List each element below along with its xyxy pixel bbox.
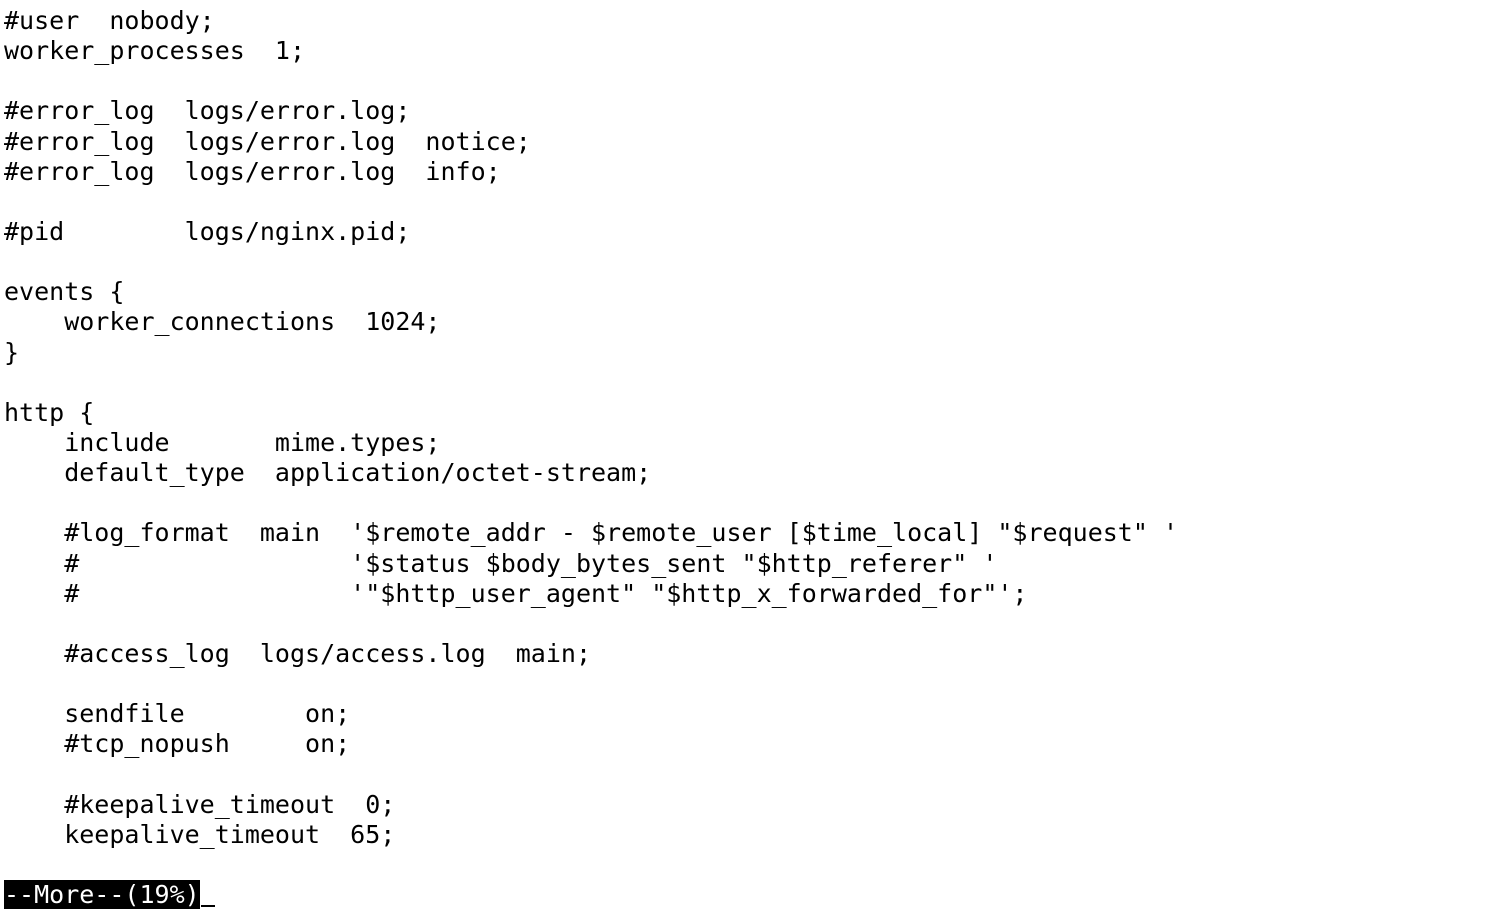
text-line: #error_log logs/error.log info; xyxy=(4,156,501,186)
more-prompt[interactable]: --More--(19%) xyxy=(4,880,200,910)
text-line: sendfile on; xyxy=(4,699,351,729)
text-line: # '$status $body_bytes_sent "$http_refer… xyxy=(4,548,998,578)
text-line: #tcp_nopush on; xyxy=(4,729,351,759)
text-line: # '"$http_user_agent" "$http_x_forwarded… xyxy=(4,578,1028,608)
pager-status-row: --More--(19%) xyxy=(4,880,1178,910)
text-line: #user nobody; xyxy=(4,6,215,35)
text-line: #log_format main '$remote_addr - $remote… xyxy=(4,518,1178,548)
text-line: http { xyxy=(4,397,95,427)
text-line xyxy=(4,187,1178,217)
text-line: #access_log logs/access.log main; xyxy=(4,638,591,668)
text-line xyxy=(4,609,1178,639)
text-line: #error_log logs/error.log notice; xyxy=(4,126,531,156)
text-line: #keepalive_timeout 0; xyxy=(4,789,396,819)
text-cursor xyxy=(200,905,215,908)
text-line: default_type application/octet-stream; xyxy=(4,458,652,488)
text-line: keepalive_timeout 65; xyxy=(4,819,396,849)
text-line xyxy=(4,850,1178,880)
text-line xyxy=(4,66,1178,96)
text-line: worker_processes 1; xyxy=(4,36,306,66)
text-line xyxy=(4,669,1178,699)
file-content: #user nobody;worker_processes 1; #error_l… xyxy=(4,6,1178,910)
text-line xyxy=(4,368,1178,398)
text-line: #pid logs/nginx.pid; xyxy=(4,216,411,246)
text-line: events { xyxy=(4,277,125,307)
text-line: } xyxy=(4,337,20,367)
text-line: worker_connections 1024; xyxy=(4,307,441,337)
text-line xyxy=(4,488,1178,518)
text-line xyxy=(4,760,1178,790)
text-line: #error_log logs/error.log; xyxy=(4,96,411,126)
text-line xyxy=(4,247,1178,277)
text-line: include mime.types; xyxy=(4,427,441,457)
